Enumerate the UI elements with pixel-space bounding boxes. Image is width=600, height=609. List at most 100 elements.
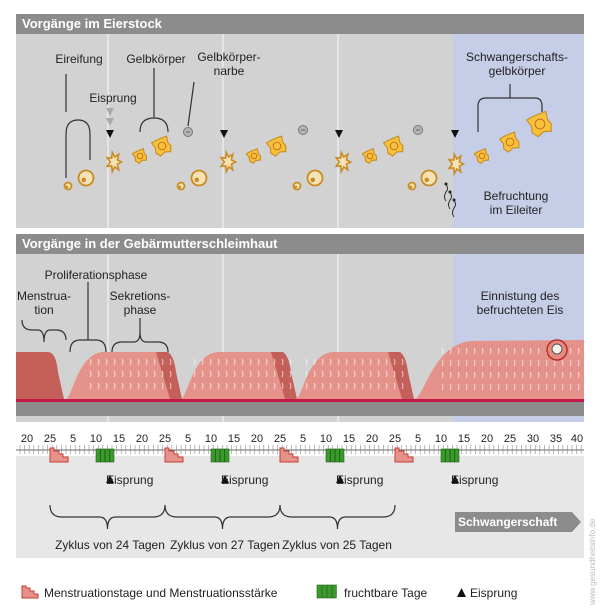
schwangerschaft-leader [477, 84, 543, 132]
ovulation-triangle-icon [451, 130, 459, 138]
ovary-section-title: Vorgänge im Eierstock [16, 14, 584, 34]
gelbkoerpernarbe-leader [187, 81, 195, 127]
day-tick-label: 15 [112, 433, 126, 445]
day-tick-label: 20 [250, 433, 264, 445]
endometrium-glands [89, 347, 580, 391]
myometrium-band [16, 402, 584, 416]
ovulation-marker-icon [451, 475, 459, 483]
day-tick-label: 25 [503, 433, 517, 445]
day-tick-label: 20 [135, 433, 149, 445]
day-tick-label: 20 [365, 433, 379, 445]
cycle-bracket-2 [164, 504, 281, 530]
ruptured-follicle-icon [105, 149, 124, 175]
day-tick-label: 25 [43, 433, 57, 445]
day-tick-label: 30 [526, 433, 540, 445]
mature-follicle-icon [77, 169, 95, 187]
legend-fertile-swatch [316, 584, 337, 599]
cycle-label-27: Zyklus von 27 Tagen [170, 538, 280, 552]
timeline-panel-bg [16, 456, 584, 558]
ovulation-marker-icon [336, 475, 344, 483]
mature-follicle-icon [190, 169, 208, 187]
pregnancy-endometrium [414, 340, 584, 399]
endometrium-hump-1 [66, 352, 178, 399]
label-eisprung-ovary: Eisprung [89, 91, 137, 105]
ovary-leader-lines [65, 68, 543, 178]
corpus-luteum-icon [382, 135, 404, 157]
day-tick-label: 5 [184, 433, 192, 445]
small-follicle-icon [292, 181, 302, 191]
fertile-days-2 [210, 448, 230, 463]
label-eireifung: Eireifung [55, 52, 103, 66]
ovulation-triangle-icon [220, 130, 228, 138]
ovarian-cycle-3 [292, 130, 404, 191]
label-befruchtung: Befruchtung im Eileiter [483, 189, 549, 217]
timeline-graphics [16, 445, 584, 599]
pregnancy-corpus-luteum-icon [473, 148, 489, 164]
pregnancy-arrow [455, 512, 581, 532]
eireifung-leader [65, 74, 91, 178]
uterus-illustrations [16, 282, 584, 416]
endometrium-hump-3 [296, 352, 410, 399]
pregnancy-corpus-luteum-icon [525, 110, 552, 138]
day-tick-label: 5 [414, 433, 422, 445]
cycle-label-24: Zyklus von 24 Tagen [55, 538, 165, 552]
ruptured-follicle-icon [334, 149, 353, 175]
proliferation-bracket [69, 282, 107, 353]
pregnancy-bg-ovary [453, 34, 584, 228]
day-tick-label: 15 [227, 433, 241, 445]
uterus-section-title: Vorgänge in der Gebärmutterschleimhaut [16, 234, 584, 254]
pregnancy-corpus-luteum-icon [498, 131, 520, 153]
fertile-days-1 [95, 448, 115, 463]
corpus-albicans-icon [298, 125, 308, 135]
fertile-days-4 [440, 448, 460, 463]
label-gelbkoerpernarbe: Gelbkörper- narbe [197, 50, 261, 78]
day-tick-label: 10 [89, 433, 103, 445]
ovarian-cycle-1 [63, 130, 172, 191]
menstruation-step-4 [394, 447, 414, 463]
day-tick-label: 15 [457, 433, 471, 445]
legend-menstruation-swatch [21, 585, 39, 599]
small-follicle-icon [63, 181, 73, 191]
legend-ovulation-label: Eisprung [470, 586, 518, 600]
ovarian-cycle-2 [176, 130, 287, 191]
label-schwangerschaftsgelbkoerper: Schwangerschafts- gelbkörper [465, 50, 569, 78]
pregnancy-ovary [407, 110, 552, 218]
small-follicle-icon [407, 181, 417, 191]
day-tick-label: 25 [273, 433, 287, 445]
credit-text: www.gesundheitsinfo.de [588, 518, 597, 605]
corpus-luteum-icon [265, 135, 287, 157]
label-proliferationsphase: Proliferationsphase [44, 268, 148, 282]
timeline-eisprung-label-4: Eisprung [451, 473, 499, 487]
timeline-eisprung-label-3: Eisprung [336, 473, 384, 487]
day-tick-label: 15 [342, 433, 356, 445]
fertile-days-3 [325, 448, 345, 463]
menstrual-shedding-0 [16, 352, 64, 399]
day-tick-label: 10 [204, 433, 218, 445]
menstruation-bracket [21, 319, 67, 343]
cycle-bracket-1 [49, 504, 166, 530]
menstruation-step-2 [164, 447, 184, 463]
ovulation-arrow-faint-icon [106, 118, 114, 126]
ovulation-triangle-icon [106, 130, 114, 138]
pregnancy-label: Schwangerschaft [458, 515, 558, 529]
young-corpus-luteum-icon [361, 148, 377, 164]
gelbkoerper-leader [139, 68, 169, 133]
day-tick-label: 35 [549, 433, 563, 445]
legend-ovulation-icon [457, 588, 466, 597]
mature-follicle-icon [420, 169, 438, 187]
ovulation-marker-icon [106, 475, 114, 483]
ovulation-arrow-faint-icon [106, 108, 114, 116]
mature-follicle-icon [306, 169, 324, 187]
basal-layer-line [16, 399, 584, 402]
corpus-luteum-icon [150, 135, 172, 157]
cycle-label-25: Zyklus von 25 Tagen [282, 538, 392, 552]
corpus-albicans-icon [413, 125, 423, 135]
label-sekretionsphase: Sekretions- phase [109, 289, 171, 317]
ruptured-follicle-icon [219, 149, 238, 175]
timeline-eisprung-label-2: Eisprung [221, 473, 269, 487]
embryo-icon [546, 339, 568, 361]
ovulation-triangle-icon [335, 130, 343, 138]
menstruation-step-3 [279, 447, 299, 463]
